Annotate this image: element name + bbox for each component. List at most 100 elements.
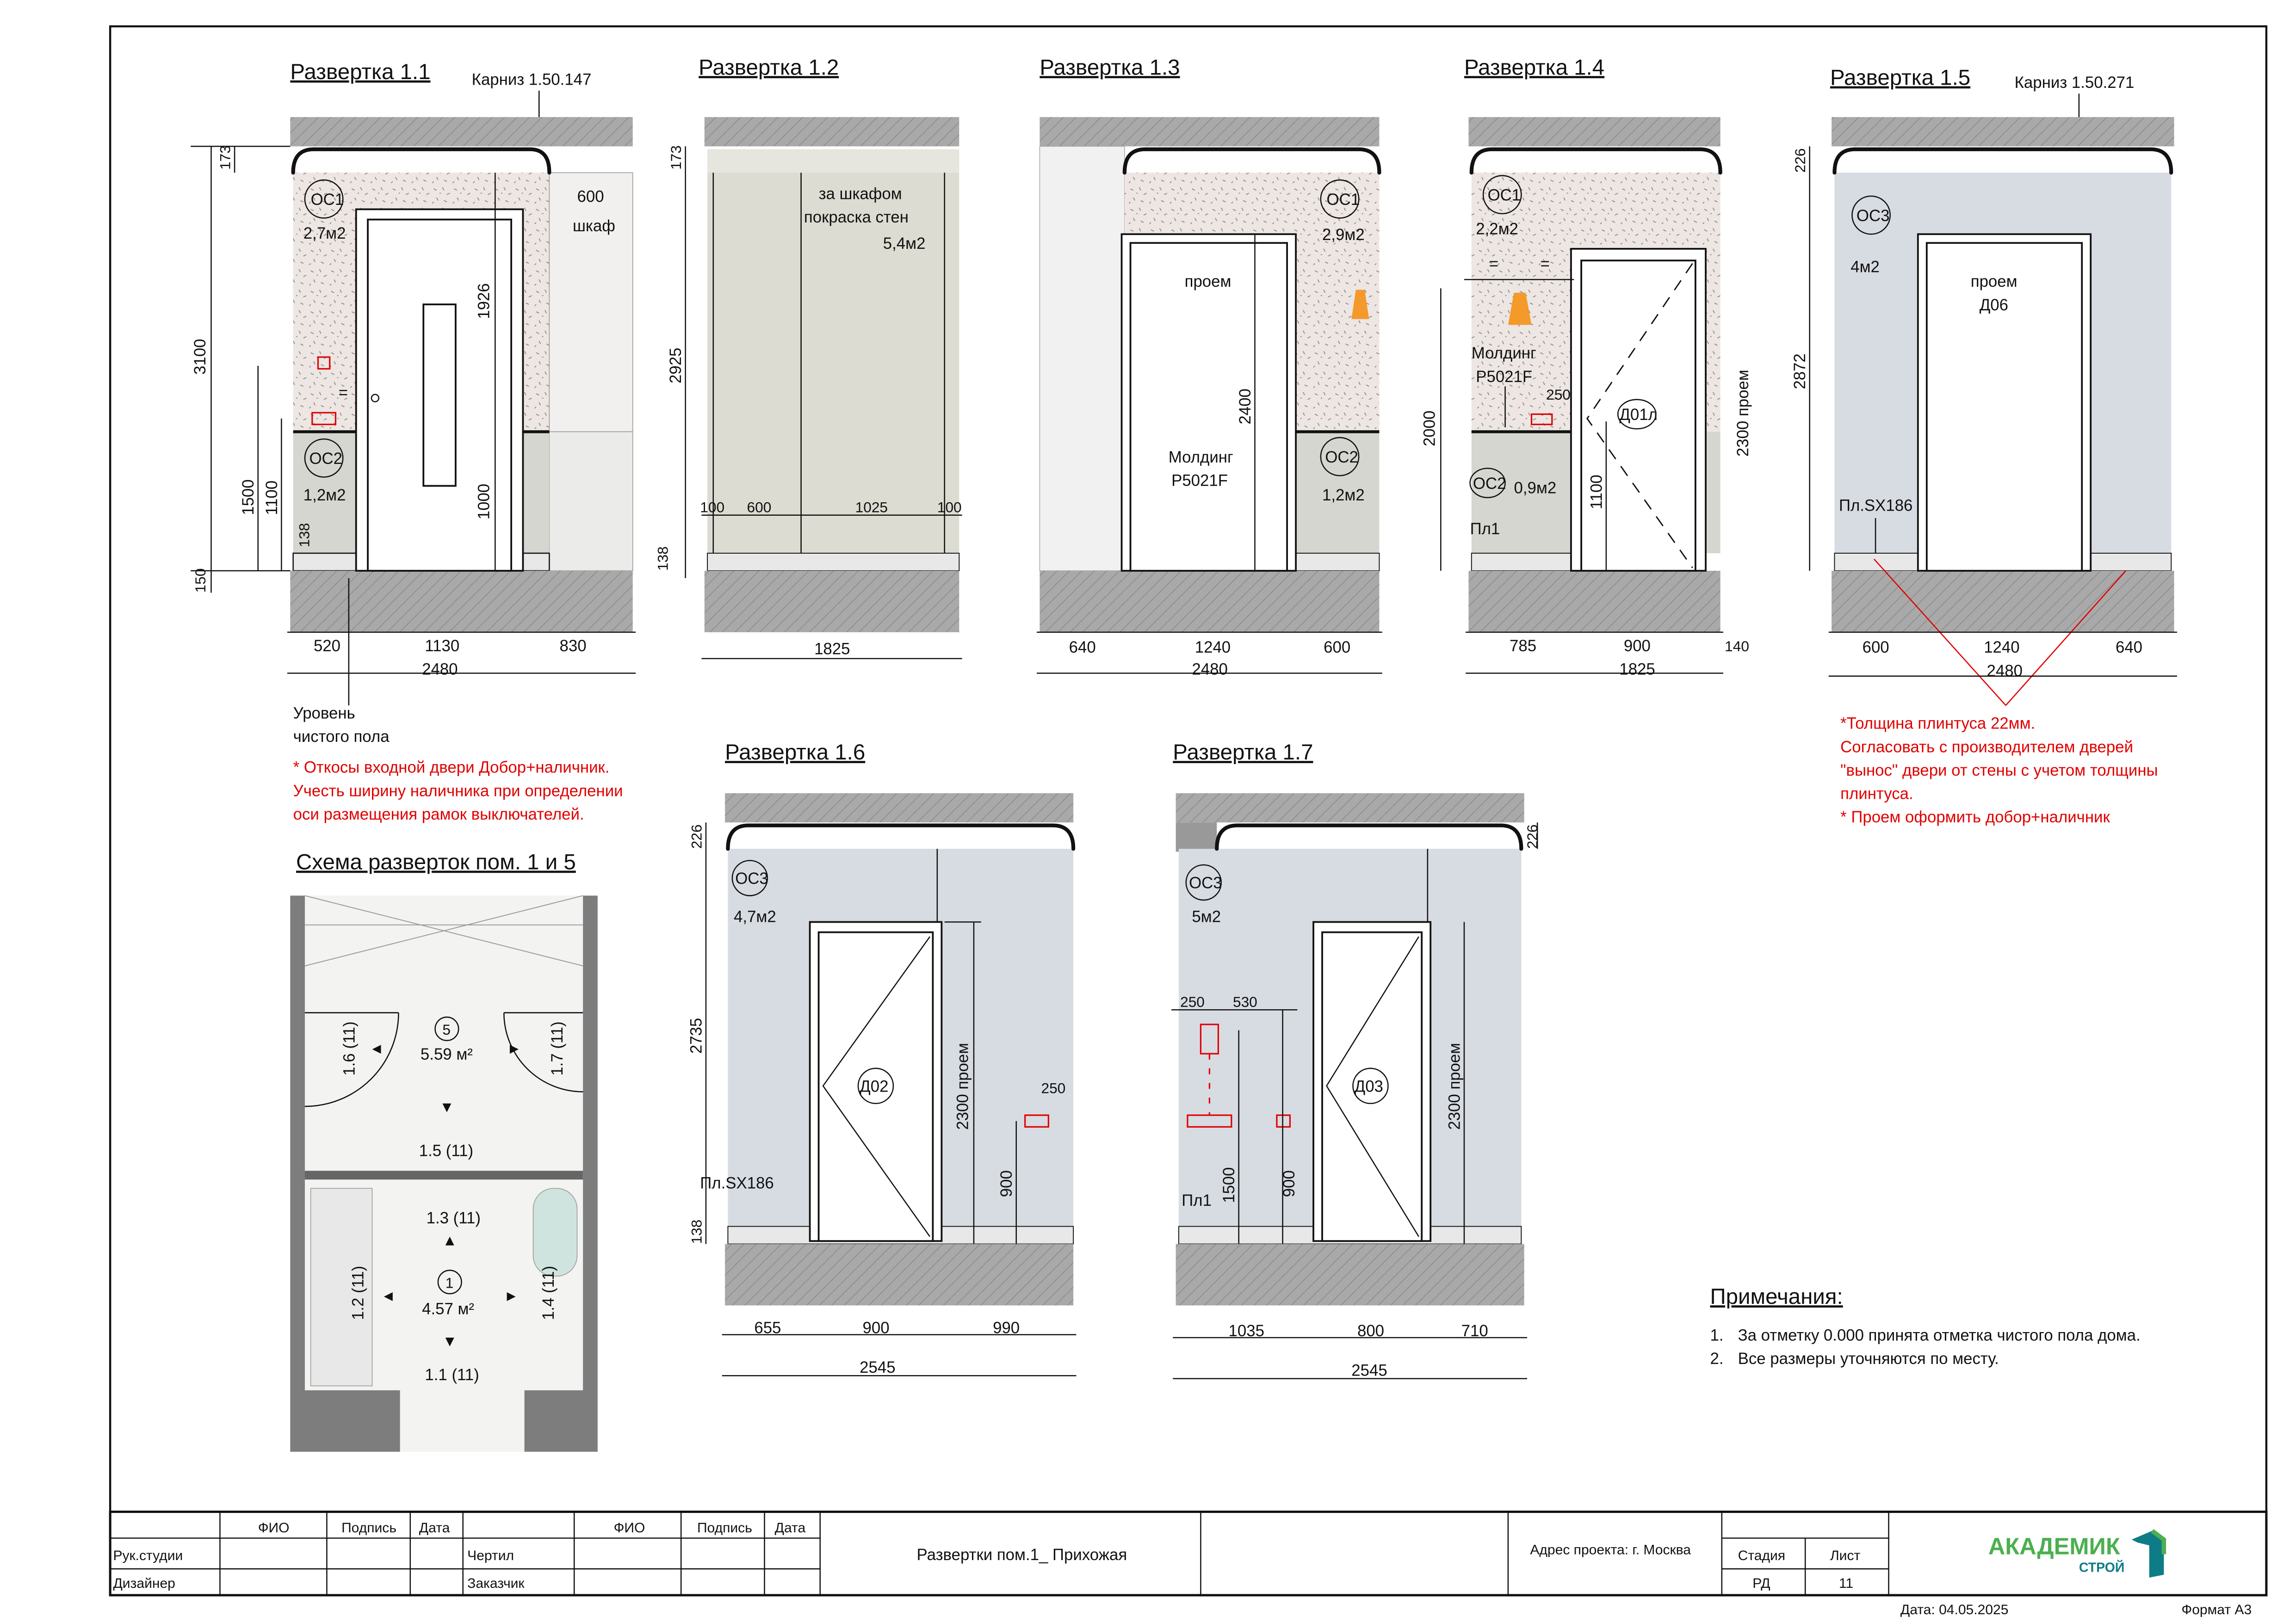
- dimension: 800: [1357, 1322, 1384, 1340]
- sheet-number: 11: [1839, 1576, 1853, 1591]
- dimension: 138: [688, 1220, 705, 1244]
- dimension-total: 2480: [422, 660, 458, 679]
- finish-code: ОС3: [1857, 207, 1890, 225]
- finish-code: ОС2: [309, 450, 342, 468]
- logo-mark-icon: [2131, 1530, 2164, 1578]
- cabinet-lower: [549, 431, 633, 571]
- pendant-lamp-icon: [1508, 292, 1532, 325]
- wall-band: [707, 149, 959, 173]
- finish-area: 1,2м2: [1322, 486, 1365, 504]
- dimension: 900: [1280, 1170, 1298, 1197]
- finish-tag: [1320, 179, 1360, 219]
- finish-area: 2,9м2: [1322, 226, 1365, 244]
- view-marker: 1.5 (11): [419, 1142, 473, 1160]
- dimension: 1926: [475, 283, 493, 319]
- plan-partition: [304, 1171, 583, 1180]
- room-number: 5: [442, 1021, 451, 1038]
- dimension: 900: [862, 1319, 889, 1337]
- dimension: 655: [754, 1319, 781, 1337]
- header-cell: ФИО: [258, 1520, 290, 1536]
- logo-subtext: СТРОЙ: [2079, 1560, 2124, 1575]
- dimension: 1500: [239, 479, 257, 515]
- door-leaf: [1580, 259, 1696, 572]
- finish-area: 2,7м2: [303, 224, 346, 242]
- finish-tag: [1320, 437, 1360, 476]
- door-leaf: [817, 931, 934, 1242]
- door-tag: [1352, 1068, 1389, 1105]
- door-swing-line: [822, 936, 931, 1237]
- wall-area: 5,4м2: [883, 235, 926, 253]
- outlet-icon: [1024, 1114, 1049, 1128]
- stage-label: Стадия: [1738, 1548, 1785, 1563]
- dimension-total: 2480: [1192, 660, 1227, 679]
- door-code: Д06: [1980, 296, 2008, 314]
- sheet-format: Формат А3: [2181, 1602, 2252, 1617]
- finish-tag: [1851, 195, 1891, 235]
- room-tag: [437, 1270, 462, 1295]
- switch-icon: [1200, 1024, 1219, 1055]
- note-number: 1.: [1710, 1326, 1724, 1344]
- ceiling-slab: [1040, 117, 1380, 147]
- cornice: [1122, 147, 1381, 175]
- view-marker: 1.2 (11): [349, 1266, 367, 1320]
- ceiling-slab: [704, 117, 959, 147]
- elevation-title: Развертка 1.2: [699, 55, 839, 80]
- title-block: ФИО Подпись Дата ФИО Подпись Дата Рук.ст…: [109, 1510, 2268, 1617]
- wall-oc2: [1471, 432, 1571, 554]
- notes-title: Примечания:: [1710, 1284, 1843, 1309]
- dimension: 600: [747, 499, 772, 515]
- finish-area: 4,7м2: [734, 907, 776, 926]
- dimension: 3100: [191, 339, 209, 375]
- door-leaf: [367, 218, 513, 572]
- dimension-total: 2545: [1351, 1361, 1387, 1379]
- finish-code: ОС2: [1325, 448, 1358, 466]
- dimension: 1240: [1984, 638, 2019, 656]
- dimension: 250: [1180, 994, 1205, 1010]
- dimension-total: 2545: [860, 1358, 895, 1376]
- opening-label: проем: [1185, 272, 1232, 290]
- door-code: Д03: [1355, 1077, 1383, 1095]
- role-cell: Чертил: [467, 1548, 514, 1563]
- plinth-label: Пл.SX186: [700, 1174, 774, 1192]
- finish-area: 5м2: [1192, 907, 1221, 926]
- floor-slab: [1832, 571, 2174, 632]
- room-number: 1: [446, 1274, 454, 1291]
- dimension: 990: [993, 1319, 1020, 1337]
- red-note: плинтуса.: [1840, 785, 1913, 803]
- plinth-label: Пл1: [1182, 1191, 1212, 1210]
- floor-level-label: чистого пола: [293, 728, 390, 746]
- dimension: 2872: [1791, 353, 1809, 389]
- ceiling-slab: [1832, 117, 2174, 147]
- equal-mark: =: [1489, 255, 1498, 273]
- door-panel: [422, 303, 457, 487]
- finish-tag: [304, 438, 344, 478]
- equal-mark: =: [1540, 255, 1549, 273]
- outlet-icon: [311, 412, 336, 426]
- wall-paint: [707, 149, 959, 554]
- dimension: 2925: [667, 348, 685, 383]
- dimension: 173: [217, 145, 234, 170]
- dimension: 830: [560, 637, 587, 655]
- wall-label: за шкафом: [819, 185, 902, 203]
- header-cell: Дата: [775, 1520, 806, 1536]
- red-note: Учесть ширину наличника при определении: [293, 782, 623, 800]
- dimension: 600: [577, 188, 604, 206]
- stage-value: РД: [1752, 1576, 1770, 1591]
- title-block-grid: [110, 1512, 1889, 1595]
- ceiling-slab: [290, 117, 633, 147]
- molding-label: Молдинг: [1472, 344, 1536, 362]
- molding-label: P5021F: [1171, 471, 1228, 489]
- dimension: 138: [296, 523, 312, 548]
- red-note: *Толщина плинтуса 22мм.: [1840, 715, 2035, 733]
- view-marker: 1.1 (11): [425, 1366, 479, 1384]
- dimension: 520: [314, 637, 340, 655]
- dimension: 250: [1041, 1080, 1066, 1097]
- finish-tag: [1482, 175, 1522, 215]
- cornice: [726, 823, 1076, 851]
- dimension: 530: [1233, 994, 1257, 1010]
- dimension-total: 2480: [1987, 662, 2023, 680]
- role-cell: Дизайнер: [113, 1576, 175, 1591]
- red-note: * Проем оформить добор+наличник: [1840, 808, 2110, 826]
- finish-code: ОС1: [1488, 186, 1521, 204]
- project-address: Адрес проекта: г. Москва: [1530, 1542, 1691, 1557]
